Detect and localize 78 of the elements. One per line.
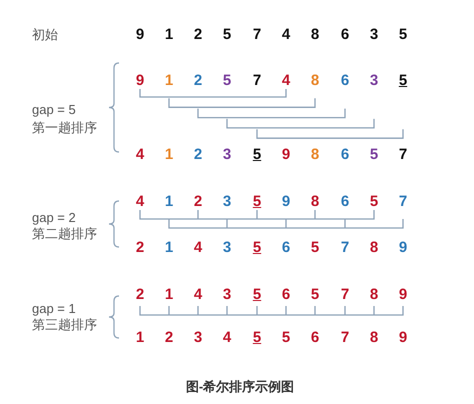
sequence-number: 4 xyxy=(282,72,290,90)
sequence-number: 3 xyxy=(222,286,232,304)
sequence-number: 4 xyxy=(222,329,232,347)
sequence-number: 8 xyxy=(310,26,320,44)
sequence-number: 5 xyxy=(252,146,262,164)
pass-label: 第二趟排序 xyxy=(32,226,97,242)
sequence-number: 8 xyxy=(370,239,378,257)
sequence-number: 3 xyxy=(222,239,232,257)
sequence-number: 5 xyxy=(282,329,290,347)
gap-label: gap = 1 xyxy=(32,301,76,317)
sequence-number: 9 xyxy=(398,286,408,304)
sequence-number: 2 xyxy=(136,239,144,257)
sequence-number: 8 xyxy=(370,286,378,304)
sequence-number: 6 xyxy=(340,146,350,164)
sequence-number: 3 xyxy=(222,146,232,164)
sequence-number: 2 xyxy=(194,72,202,90)
sequence-number: 1 xyxy=(164,72,174,90)
sequence-number: 1 xyxy=(136,329,144,347)
sequence-number: 6 xyxy=(282,286,290,304)
sequence-number: 2 xyxy=(194,26,202,44)
sequence-number: 6 xyxy=(310,329,320,347)
sequence-number: 5 xyxy=(370,146,378,164)
sequence-number: 7 xyxy=(252,72,262,90)
sequence-number: 8 xyxy=(310,72,320,90)
sequence-number: 7 xyxy=(398,193,408,211)
sequence-number: 1 xyxy=(164,26,174,44)
sequence-number: 5 xyxy=(252,193,262,211)
sequence-number: 1 xyxy=(164,286,174,304)
sequence-number: 7 xyxy=(340,329,350,347)
sequence-number: 5 xyxy=(252,286,262,304)
gap-label: gap = 5 xyxy=(32,102,76,118)
sequence-number: 9 xyxy=(282,193,290,211)
sequence-number: 5 xyxy=(310,286,320,304)
sequence-number: 3 xyxy=(370,72,378,90)
sequence-number: 9 xyxy=(398,329,408,347)
sequence-number: 8 xyxy=(310,146,320,164)
sequence-number: 2 xyxy=(164,329,174,347)
sequence-number: 7 xyxy=(398,146,408,164)
gap-label: gap = 2 xyxy=(32,210,76,226)
sequence-number: 5 xyxy=(252,239,262,257)
sequence-number: 2 xyxy=(194,146,202,164)
sequence-number: 8 xyxy=(370,329,378,347)
sequence-number: 6 xyxy=(282,239,290,257)
sequence-number: 7 xyxy=(340,239,350,257)
caption: 图-希尔排序示例图 xyxy=(186,378,294,396)
sequence-number: 3 xyxy=(222,193,232,211)
sequence-number: 5 xyxy=(222,26,232,44)
sequence-number: 6 xyxy=(340,26,350,44)
pass-label: 第一趟排序 xyxy=(32,120,97,136)
sequence-number: 9 xyxy=(136,72,144,90)
sequence-number: 5 xyxy=(398,26,408,44)
sequence-number: 4 xyxy=(282,26,290,44)
sequence-number: 9 xyxy=(136,26,144,44)
sequence-number: 4 xyxy=(136,146,144,164)
pass-label: 第三趟排序 xyxy=(32,317,97,333)
sequence-number: 4 xyxy=(136,193,144,211)
sequence-number: 2 xyxy=(194,193,202,211)
sequence-number: 6 xyxy=(340,72,350,90)
sequence-number: 5 xyxy=(370,193,378,211)
sequence-number: 5 xyxy=(222,72,232,90)
sequence-number: 3 xyxy=(194,329,202,347)
sequence-number: 1 xyxy=(164,193,174,211)
sequence-number: 5 xyxy=(310,239,320,257)
sequence-number: 2 xyxy=(136,286,144,304)
sequence-number: 7 xyxy=(252,26,262,44)
sequence-number: 5 xyxy=(252,329,262,347)
sequence-number: 5 xyxy=(398,72,408,90)
sequence-number: 1 xyxy=(164,146,174,164)
pass-label: 初始 xyxy=(32,27,58,43)
sequence-number: 1 xyxy=(164,239,174,257)
sequence-number: 4 xyxy=(194,239,202,257)
sequence-number: 9 xyxy=(398,239,408,257)
sequence-number: 3 xyxy=(370,26,378,44)
sequence-number: 6 xyxy=(340,193,350,211)
sequence-number: 9 xyxy=(282,146,290,164)
sequence-number: 7 xyxy=(340,286,350,304)
sequence-number: 8 xyxy=(310,193,320,211)
sequence-number: 4 xyxy=(194,286,202,304)
